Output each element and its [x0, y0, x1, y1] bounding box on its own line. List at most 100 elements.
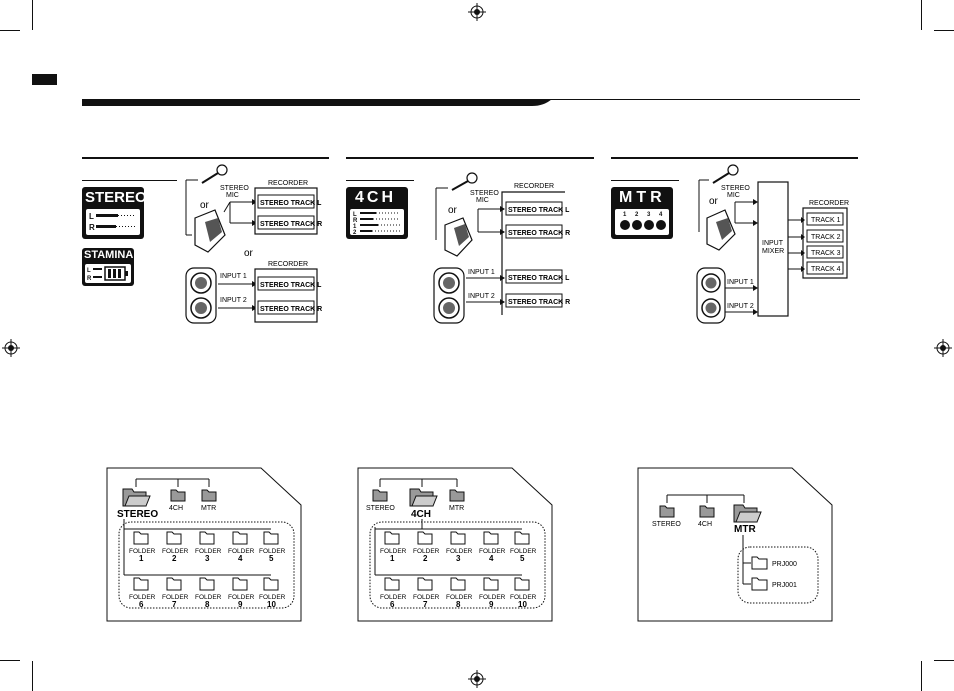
input-jacks-icon	[433, 267, 465, 324]
track-box	[806, 261, 844, 275]
project-folder-label: PRJ001	[772, 582, 797, 589]
stereo-track-l-label: STEREO TRACK L	[260, 200, 322, 207]
stereo-folder-label: STEREO	[652, 521, 681, 528]
crop-mark	[0, 30, 20, 31]
input-2-label: INPUT 2	[468, 293, 495, 300]
stereo-mic-unit-icon	[706, 209, 736, 251]
input-mixer-label: INPUT	[762, 240, 784, 247]
stereo-track-l-box	[257, 276, 315, 291]
folder-icon	[170, 489, 186, 502]
input-1-label: INPUT 1	[727, 279, 754, 286]
stereo-track-l-box	[505, 201, 563, 216]
track-box	[806, 229, 844, 243]
stereo-track-l-box	[505, 269, 563, 284]
folder-number: 9	[238, 600, 243, 609]
stereo-track-r-box	[505, 224, 563, 239]
folder-label: FOLDER	[479, 594, 506, 601]
track-label: TRACK 4	[811, 266, 841, 273]
stereo-track-l-box	[257, 194, 315, 209]
microphone-icon	[451, 172, 478, 191]
folder-icon	[483, 577, 499, 591]
folder-number: 10	[518, 600, 527, 609]
folder-number: 6	[139, 600, 144, 609]
folder-icon	[201, 489, 217, 502]
crop-mark	[921, 0, 922, 30]
input-1-label: INPUT 1	[220, 273, 247, 280]
track-label: TRACK 2	[811, 234, 841, 241]
svg-text:R: R	[353, 218, 358, 224]
level-meter-icon: L R	[86, 209, 140, 235]
folder-number: 3	[205, 554, 210, 563]
svg-text:L: L	[353, 212, 357, 218]
folder-number: 5	[269, 554, 274, 563]
mtr-folder-label: MTR	[201, 505, 216, 512]
or-label: or	[244, 248, 254, 259]
stereo-track-r-label: STEREO TRACK R	[508, 299, 570, 306]
folder-icon	[449, 489, 465, 502]
or-label: or	[448, 205, 458, 216]
folder-label: FOLDER	[195, 548, 222, 555]
folder-number: 2	[423, 554, 428, 563]
mtr-folder-label: MTR	[449, 505, 464, 512]
folder-icon	[199, 531, 215, 545]
crop-mark	[32, 0, 33, 30]
folder-number: 3	[456, 554, 461, 563]
mtr-folder-tree: STEREO 4CH MTR PRJ000 PRJ001	[637, 467, 833, 622]
folder-number: 6	[390, 600, 395, 609]
registration-mark-icon	[2, 339, 20, 357]
registration-mark-icon	[468, 670, 486, 688]
open-folder-icon	[122, 488, 151, 507]
folder-icon	[199, 577, 215, 591]
mtr-routing-diagram: or STEREO MIC INPUT MIXER INPUT 1 INPUT …	[696, 164, 849, 324]
folder-number: 10	[267, 600, 276, 609]
folder-number: 8	[205, 600, 210, 609]
page-tab	[32, 74, 57, 85]
folder-label: FOLDER	[129, 548, 156, 555]
folder-icon	[450, 577, 466, 591]
folder-label: FOLDER	[259, 548, 286, 555]
input-mixer-box	[757, 181, 789, 317]
folder-label: FOLDER	[129, 594, 156, 601]
svg-text:L: L	[89, 212, 94, 221]
recorder-label: RECORDER	[809, 200, 849, 207]
recorder-bracket	[501, 191, 565, 315]
folder-label: FOLDER	[446, 548, 473, 555]
stereo-track-r-box	[257, 215, 315, 230]
folder-icon	[384, 577, 400, 591]
4ch-folder-label: 4CH	[411, 509, 431, 520]
4ch-mode-label: 4CH	[355, 189, 397, 206]
folder-label: FOLDER	[510, 548, 537, 555]
folder-icon	[751, 577, 768, 591]
input-1-label: INPUT 1	[468, 269, 495, 276]
folder-label: FOLDER	[510, 594, 537, 601]
svg-text:2: 2	[635, 212, 639, 218]
stereo-track-l-label: STEREO TRACK L	[508, 207, 570, 214]
stereo-folder-label: STEREO	[117, 509, 158, 520]
sub-folder-row	[133, 531, 279, 545]
folder-icon	[166, 531, 182, 545]
svg-text:1: 1	[623, 212, 627, 218]
section-rule	[346, 157, 594, 159]
folder-icon	[417, 577, 433, 591]
folder-icon	[514, 531, 530, 545]
microphone-icon	[712, 164, 739, 184]
4ch-mode-badge: 4CH L R 1 2	[346, 187, 408, 239]
svg-text:2: 2	[353, 230, 357, 235]
input-jacks-icon	[696, 267, 726, 324]
project-folder-label: PRJ000	[772, 561, 797, 568]
crop-mark	[934, 660, 954, 661]
stamina-mode-badge: STAMINA L R	[82, 248, 134, 286]
track-box	[806, 212, 844, 226]
folder-label: FOLDER	[228, 594, 255, 601]
stereo-mic-unit-icon	[444, 217, 473, 257]
input-2-label: INPUT 2	[220, 297, 247, 304]
recorder-label: RECORDER	[514, 183, 554, 190]
mtr-mode-badge: MTR 1 2 3 4	[611, 187, 673, 239]
folder-number: 2	[172, 554, 177, 563]
folder-icon	[659, 505, 675, 518]
track-label: TRACK 1	[811, 217, 841, 224]
crop-mark	[0, 660, 20, 661]
folder-icon	[232, 577, 248, 591]
mtr-mode-label: MTR	[619, 189, 666, 206]
microphone-icon	[201, 164, 228, 184]
